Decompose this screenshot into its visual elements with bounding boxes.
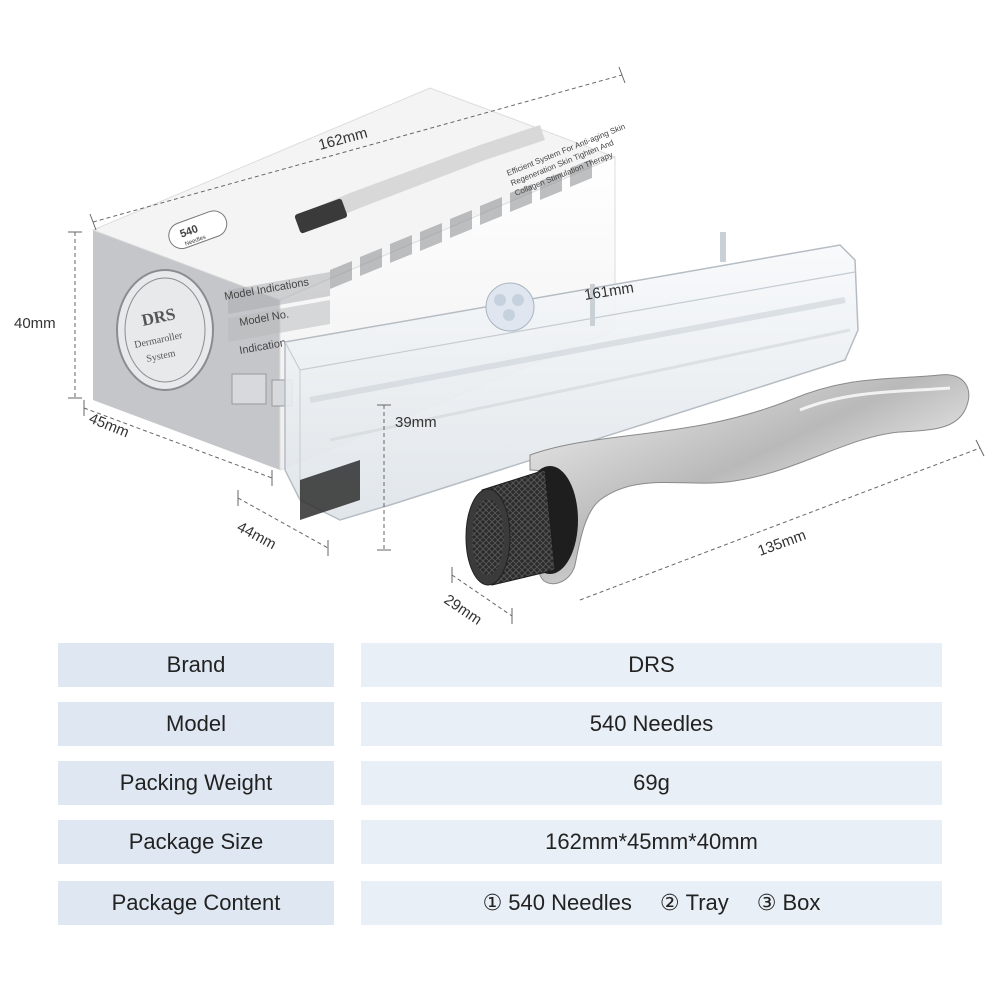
spec-row-brand: Brand DRS	[58, 643, 942, 687]
dim-box-height: 40mm	[14, 315, 56, 332]
spec-row-package-size: Package Size 162mm*45mm*40mm	[58, 820, 942, 864]
spec-label: Package Content	[58, 881, 334, 925]
spec-label: Package Size	[58, 820, 334, 864]
content-number: ①	[482, 890, 503, 915]
spec-value: 162mm*45mm*40mm	[361, 820, 942, 864]
spec-row-model: Model 540 Needles	[58, 702, 942, 746]
content-text: Box	[782, 890, 821, 915]
clear-tray	[284, 232, 859, 521]
dim-tray-width: 44mm	[234, 519, 279, 554]
spec-row-packing-weight: Packing Weight 69g	[58, 761, 942, 805]
dermaroller	[465, 374, 970, 586]
content-number: ③	[756, 890, 777, 915]
dim-roller-length: 135mm	[756, 527, 809, 560]
dim-box-width: 45mm	[87, 410, 132, 441]
spec-value: 540 Needles	[361, 702, 942, 746]
spec-label: Packing Weight	[58, 761, 334, 805]
badge-count: 540	[178, 223, 199, 241]
spec-label: Brand	[58, 643, 334, 687]
spec-value: 69g	[361, 761, 942, 805]
dim-roller-width: 29mm	[441, 591, 485, 628]
spec-value: DRS	[361, 643, 942, 687]
content-text: 540 Needles	[508, 890, 632, 915]
content-text: Tray	[685, 890, 729, 915]
dim-tray-height: 39mm	[395, 414, 437, 431]
brand-seal: DRS Dermaroller System	[116, 269, 214, 391]
box-roller-print	[294, 125, 545, 234]
content-number: ②	[659, 890, 680, 915]
dimension-lines	[68, 66, 985, 624]
product-illustration: Model Indications Model No. Indication E…	[14, 66, 985, 629]
spec-label: Model	[58, 702, 334, 746]
